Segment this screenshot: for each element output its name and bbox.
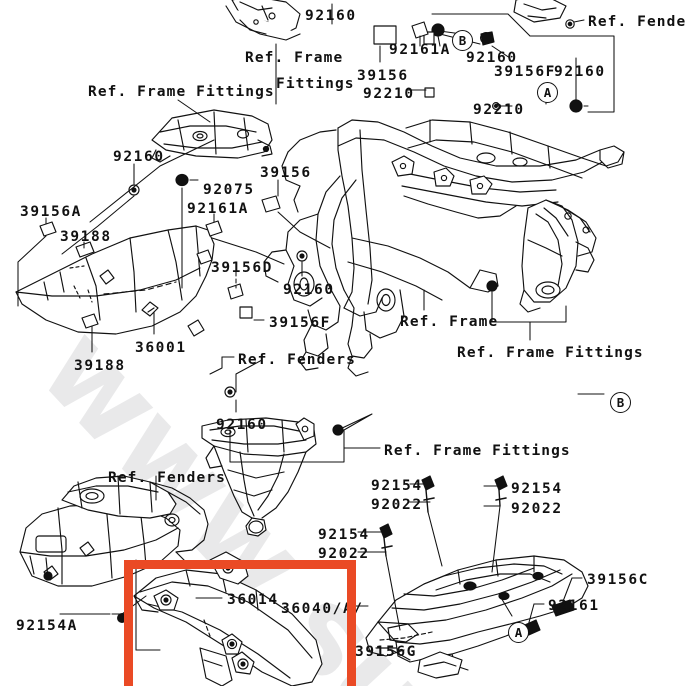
highlighted-trim-part-36014 (133, 551, 323, 686)
part-number-label[interactable]: 39188 (74, 358, 126, 374)
reference-label[interactable]: Ref. Fenders (588, 14, 686, 30)
part-number-label[interactable]: 92075 (203, 182, 255, 198)
rear-fender-assembly-left (19, 475, 213, 587)
frame-fitting-bracket-upper-left (151, 109, 273, 163)
fasteners-misc (117, 19, 583, 623)
part-number-label[interactable]: 39156D (211, 260, 273, 276)
part-number-label[interactable]: 39156C (587, 572, 649, 588)
part-number-label[interactable]: 36014 (227, 592, 279, 608)
part-number-label[interactable]: 92160 (283, 282, 335, 298)
part-number-label[interactable]: 92022 (371, 497, 423, 513)
part-number-label[interactable]: 92160 (305, 8, 357, 24)
part-number-label[interactable]: 92161A (187, 201, 249, 217)
part-number-label[interactable]: 92154 (318, 527, 370, 543)
reference-label[interactable]: Fittings (276, 76, 355, 92)
part-number-label[interactable]: 92022 (318, 546, 370, 562)
part-number-label[interactable]: 92160 (554, 64, 606, 80)
part-number-label[interactable]: 92154A (16, 618, 78, 634)
part-number-label[interactable]: 92154 (371, 478, 423, 494)
part-number-label[interactable]: 39156A (20, 204, 82, 220)
part-number-label[interactable]: 39156 (357, 68, 409, 84)
part-number-label[interactable]: 92210 (473, 102, 525, 118)
part-number-label[interactable]: 92160 (466, 50, 518, 66)
motorcycle-frame-assembly (263, 119, 625, 377)
part-number-label[interactable]: 92154 (511, 481, 563, 497)
part-number-label[interactable]: 92160 (113, 149, 165, 165)
callout-marker-a: A (508, 622, 529, 643)
part-number-label[interactable]: 39156 (260, 165, 312, 181)
reference-label[interactable]: Ref. Fenders (238, 352, 356, 368)
reference-label[interactable]: Ref. Frame Fittings (88, 84, 275, 100)
part-number-label[interactable]: 39156F (269, 315, 331, 331)
part-number-label[interactable]: 92210 (363, 86, 415, 102)
reference-label[interactable]: Ref. Frame (400, 314, 499, 330)
reference-label[interactable]: Ref. Fenders (108, 470, 226, 486)
callout-marker-b: B (610, 392, 631, 413)
part-number-label[interactable]: 92160 (216, 417, 268, 433)
frame-fitting-bracket-right (486, 199, 597, 313)
part-number-label[interactable]: 92161 (548, 598, 600, 614)
side-cover-36001 (15, 173, 215, 337)
callout-marker-a: A (537, 82, 558, 103)
reference-label[interactable]: Ref. Frame (245, 50, 344, 66)
part-number-label[interactable]: 39156F (494, 64, 556, 80)
bracket-top-left (225, 0, 301, 41)
part-number-label[interactable]: 92022 (511, 501, 563, 517)
part-number-label[interactable]: 92161A (389, 42, 451, 58)
seat-cowling-assembly (365, 555, 589, 679)
part-number-label[interactable]: 39156G (355, 644, 417, 660)
bracket-top-right (513, 0, 567, 23)
callout-marker-b: B (452, 30, 473, 51)
reference-label[interactable]: Ref. Frame Fittings (457, 345, 644, 361)
part-number-label[interactable]: 36040/A/ (281, 601, 364, 617)
reference-label[interactable]: Ref. Frame Fittings (384, 443, 571, 459)
part-number-label[interactable]: 36001 (135, 340, 187, 356)
seat-cowl-fasteners (379, 475, 508, 557)
part-number-label[interactable]: 39188 (60, 229, 112, 245)
